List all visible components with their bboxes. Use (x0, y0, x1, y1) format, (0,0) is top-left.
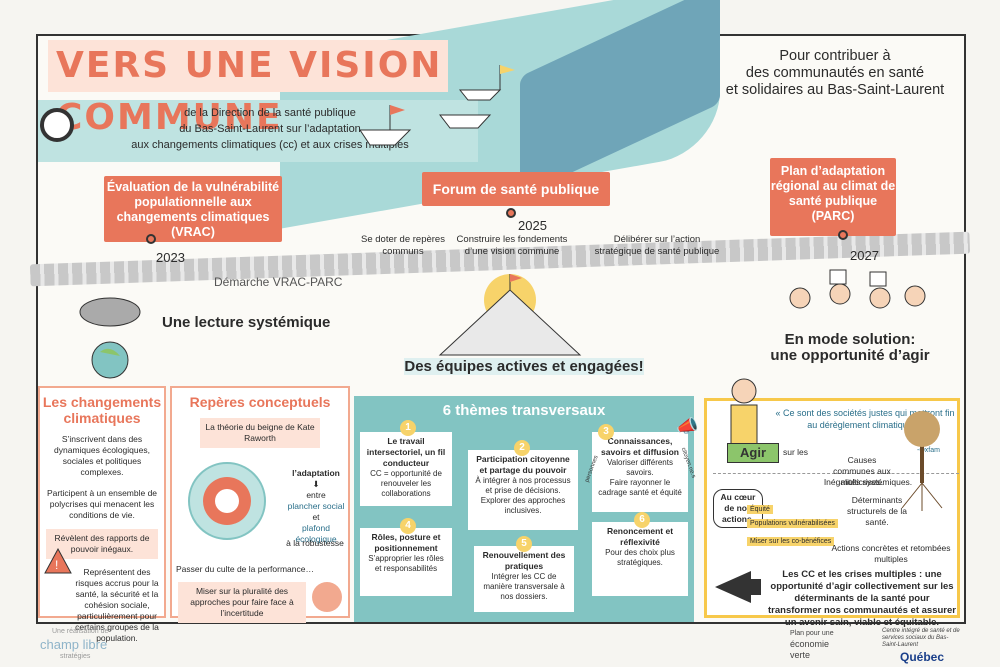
sur-les-label: sur les (783, 447, 809, 457)
adaptation-text: l’adaptation ⬇ entre plancher social et … (287, 468, 345, 544)
mountain-icon (438, 274, 582, 356)
speaker-figure-icon (730, 378, 758, 456)
brand-logo: champ libre (40, 637, 108, 652)
theme-number-6: 6 (634, 512, 650, 528)
pluralite-text: Miser sur la pluralité des approches pou… (178, 582, 306, 623)
boats-icon (359, 65, 515, 146)
divider (713, 473, 959, 475)
cc-point-4: Représentent des risques accrus pour la … (75, 567, 159, 643)
realisation-label: Une réalisation de (52, 628, 109, 635)
quebec-logo: Québec (900, 650, 945, 664)
svg-text:!: ! (55, 558, 58, 572)
determinants-text: Déterminants structurels de la santé. (847, 495, 907, 527)
year-2027: 2027 (850, 248, 879, 263)
cc-point-2: Participent à un ensemble de polycrises … (46, 488, 158, 520)
inegalites-text: Inégalités systémiques. (823, 477, 913, 487)
actions-text: Actions concrètes et retombées multiples (831, 543, 951, 564)
theme-card-2: Participation citoyenne et partage du po… (468, 450, 578, 530)
plan-logo: Plan pour une économie verte (790, 630, 834, 660)
pin-2023 (146, 234, 156, 244)
people-icon (789, 269, 926, 309)
vrac-box: Évaluation de la vulnérabilité populatio… (104, 176, 282, 242)
reperes-title: Repères conceptuels (189, 394, 331, 410)
warning-icon: ! (44, 548, 72, 574)
parc-box: Plan d’adaptation régional au climat de … (770, 158, 896, 236)
theme-number-2: 2 (514, 440, 530, 456)
magnifier-icon (40, 108, 74, 142)
cloud-icon (79, 297, 141, 379)
spiral-icon (312, 582, 342, 612)
theme-number-4: 4 (400, 518, 416, 534)
forum-point-2: Construire les fondements d’une vision c… (456, 234, 568, 257)
agir-sign: Agir (727, 443, 779, 463)
theme-number-3: 3 (598, 424, 614, 440)
themes-panel: 6 thèmes transversaux Le travail interse… (354, 396, 696, 622)
demarche-label: Démarche VRAC-PARC (214, 275, 343, 289)
solution-heading: En mode solution: une opportunité d’agir (770, 331, 930, 364)
donut-diagram (188, 462, 266, 540)
causes-text: Causes communes aux multicrises. (833, 455, 891, 487)
oxfam-source: -Oxfam (917, 447, 940, 454)
themes-title: 6 thèmes transversaux (442, 402, 606, 419)
performance-text: Passer du culte de la performance… (176, 564, 314, 574)
reperes-panel: Repères conceptuels La théorie du beigne… (170, 386, 350, 623)
tagline: Pour contribuer à des communautés en san… (725, 48, 945, 98)
theme-number-1: 1 (400, 420, 416, 436)
solution-panel: « Ce sont des sociétés justes qui mettro… (704, 378, 960, 628)
forum-point-1: Se doter de repères communs (361, 234, 445, 257)
megaphone-icon: 📣 (676, 416, 699, 436)
page-title: VERS UNE VISION COMMUNE (48, 40, 448, 138)
subtitle: de la Direction de la santé publique du … (131, 107, 409, 151)
forum-point-3: Délibérer sur l’action stratégique de sa… (594, 234, 720, 257)
cisss-label: Centre intégré de santé et de services s… (882, 628, 960, 648)
forum-box: Forum de santé publique (422, 172, 610, 206)
cc-point-3: Révèlent des rapports de pouvoir inégaux… (46, 529, 158, 559)
cobenefices-sign: Miser sur les co-bénéfices (747, 537, 835, 546)
megaphone-big-icon (715, 571, 761, 603)
lecture-heading: Une lecture systémique (162, 314, 331, 331)
populations-sign: Populations vulnérabilisées (747, 519, 838, 528)
year-2025: 2025 (518, 218, 547, 233)
cc-panel: Les changements climatiques S’inscrivent… (38, 386, 166, 643)
theme-number-5: 5 (516, 536, 532, 552)
beigne-label: La théorie du beigne de Kate Raworth (200, 418, 320, 448)
oxfam-quote: « Ce sont des sociétés justes qui mettro… (775, 408, 955, 430)
solution-bottom-text: Les CC et les crises multiples : une opp… (768, 569, 956, 628)
cc-point-1: S’inscrivent dans des dynamiques écologi… (54, 434, 150, 477)
year-2023: 2023 (156, 250, 185, 265)
pin-2025 (506, 208, 516, 218)
equite-sign: Équité (747, 505, 773, 514)
robustesse-text: à la robustesse (286, 538, 344, 548)
brand-sub: stratégies (60, 653, 91, 660)
pin-2027 (838, 230, 848, 240)
tree-icon (901, 411, 943, 511)
theme-card-1: Le travail intersectoriel, un fil conduc… (360, 432, 452, 506)
cc-panel-title: Les changements climatiques (42, 394, 162, 426)
equipes-heading: Des équipes actives et engagées! (404, 358, 644, 375)
